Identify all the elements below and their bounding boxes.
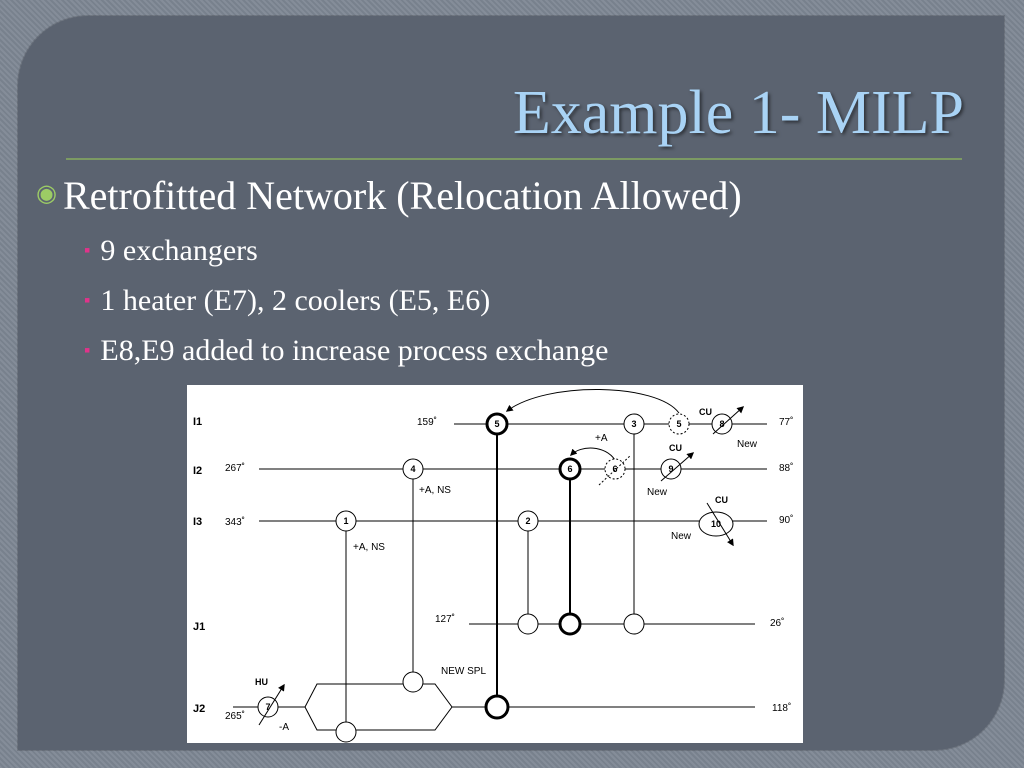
heater-7-utility: HU xyxy=(255,677,268,687)
exchanger-5-j2 xyxy=(484,694,510,720)
stream-label-j1: J1 xyxy=(193,621,205,633)
sub-bullet-text: 9 exchangers xyxy=(100,234,258,267)
bullet-dot-icon: ▪ xyxy=(84,289,91,310)
cooler-8-utility: CU xyxy=(699,407,712,417)
stream-split-j2 xyxy=(304,683,453,731)
bullet-dot-icon: ▪ xyxy=(84,339,91,360)
cooler-10-new: New xyxy=(671,531,692,542)
temp-i3-in: 343˚ xyxy=(225,516,245,528)
heater-7-note: -A xyxy=(279,722,289,733)
temp-i1-in: 159˚ xyxy=(417,416,437,428)
temp-j2-out: 118˚ xyxy=(772,702,791,714)
main-bullet: ◉Retrofitted Network (Relocation Allowed… xyxy=(36,172,742,219)
exchanger-5 xyxy=(485,412,509,436)
exchanger-4-j2 xyxy=(402,671,424,693)
cooler-9-label: 9 xyxy=(668,464,673,474)
temp-j1-out: 26˚ xyxy=(770,617,784,629)
exchanger-3-label: 3 xyxy=(631,419,636,429)
temp-i2-out: 88˚ xyxy=(779,462,793,474)
exchanger-4-note: +A, NS xyxy=(419,485,451,496)
exchanger-6-old-position xyxy=(604,458,626,480)
cooler-10-arrow xyxy=(706,502,734,547)
stream-label-i3: I3 xyxy=(193,516,202,528)
exchanger-3 xyxy=(623,413,645,435)
cooler-8-label: 8 xyxy=(719,419,724,429)
exchanger-4-label: 4 xyxy=(410,464,415,474)
title-divider xyxy=(66,158,962,160)
cooler-9-new: New xyxy=(647,487,668,498)
slide-title: Example 1- MILP xyxy=(512,79,964,147)
heater-7-label: 7 xyxy=(265,702,270,712)
exchanger-6-old-label: 6 xyxy=(612,464,617,474)
main-bullet-text: Retrofitted Network (Relocation Allowed) xyxy=(62,173,742,218)
circle-bullet-icon: ◉ xyxy=(36,181,57,208)
cooler-8-arrow xyxy=(712,406,745,435)
temp-i1-out: 77˚ xyxy=(779,416,793,428)
exchanger-6 xyxy=(558,457,582,481)
cooler-10-label: 10 xyxy=(711,519,721,529)
exchanger-6-label: 6 xyxy=(567,464,572,474)
cooler-10-utility: CU xyxy=(715,495,728,505)
bullet-dot-icon: ▪ xyxy=(84,239,91,260)
sub-bullet-text: 1 heater (E7), 2 coolers (E5, E6) xyxy=(100,284,491,317)
exchanger-6-old-arrow xyxy=(598,454,632,486)
temp-j1-in: 127˚ xyxy=(435,613,455,625)
cooler-8-new: New xyxy=(737,439,758,450)
temp-j2-in: 265˚ xyxy=(225,710,245,722)
exchanger-2-j1 xyxy=(517,613,539,635)
exchanger-1-j2 xyxy=(335,721,357,743)
heater-7-arrow xyxy=(258,683,285,726)
exchanger-5-old-position xyxy=(668,413,690,435)
stream-label-i1: I1 xyxy=(193,416,202,428)
exchanger-6-j1 xyxy=(558,612,582,636)
sub-bullet-3: ▪ E8,E9 added to increase process exchang… xyxy=(84,334,609,368)
sub-bullet-2: ▪ 1 heater (E7), 2 coolers (E5, E6) xyxy=(84,284,490,318)
exchanger-2-label: 2 xyxy=(525,516,530,526)
stream-label-j2: J2 xyxy=(193,703,205,715)
exchanger-1-note: +A, NS xyxy=(353,542,385,553)
exchanger-1-label: 1 xyxy=(343,516,348,526)
temp-i3-out: 90˚ xyxy=(779,514,793,526)
exchanger-4 xyxy=(402,458,424,480)
stream-label-i2: I2 xyxy=(193,465,202,477)
exchanger-5-label: 5 xyxy=(494,419,499,429)
cooler-9-utility: CU xyxy=(669,443,682,453)
sub-bullet-text: E8,E9 added to increase process exchange xyxy=(100,334,609,367)
network-diagram: I1 I2 I3 J1 J2 159˚ 77˚ 267˚ 88˚ 343˚ 90… xyxy=(187,385,803,743)
exchanger-2 xyxy=(517,510,539,532)
new-split-label: NEW SPL xyxy=(441,666,486,677)
exchanger-6-note: +A xyxy=(595,433,608,444)
exchanger-5-old-label: 5 xyxy=(676,419,681,429)
exchanger-3-j1 xyxy=(623,613,645,635)
cooler-10 xyxy=(698,511,734,537)
cooler-9-arrow xyxy=(660,452,695,482)
network-diagram-svg: I1 I2 I3 J1 J2 159˚ 77˚ 267˚ 88˚ 343˚ 90… xyxy=(193,389,793,743)
exchanger-1 xyxy=(335,510,357,532)
cooler-8 xyxy=(711,413,733,435)
relocation-arrow-5 xyxy=(505,389,680,414)
relocation-arrow-6 xyxy=(570,447,616,461)
sub-bullet-1: ▪ 9 exchangers xyxy=(84,234,258,268)
temp-i2-in: 267˚ xyxy=(225,462,245,474)
cooler-9 xyxy=(660,458,682,480)
